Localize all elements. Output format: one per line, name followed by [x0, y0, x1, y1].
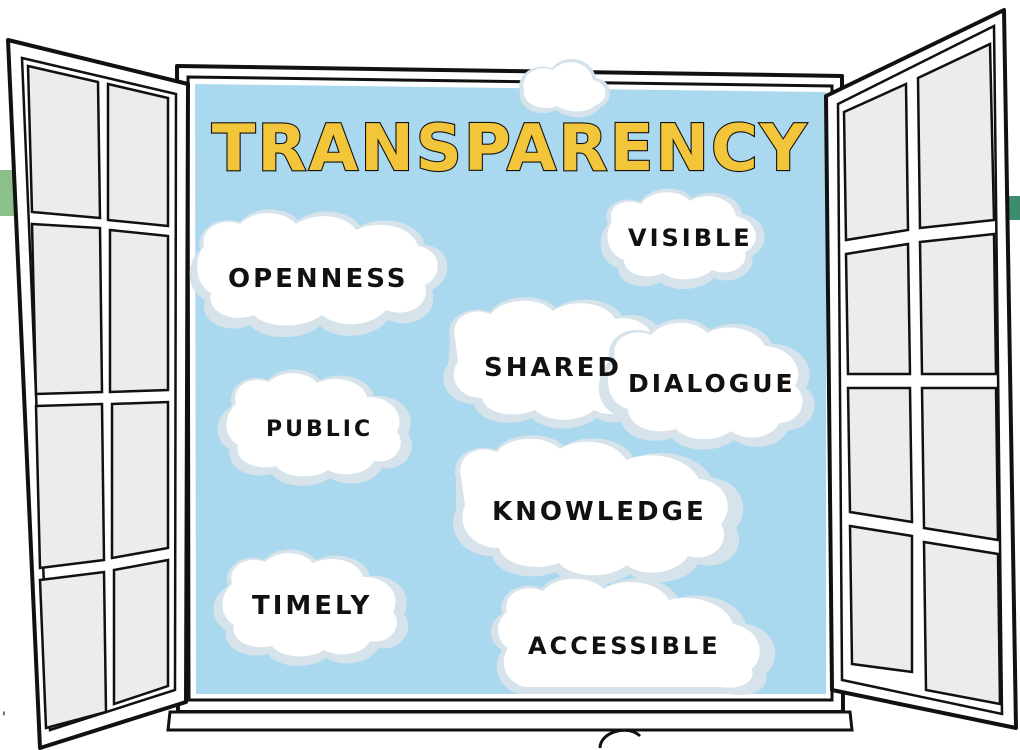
- left-pane-4: [108, 228, 170, 394]
- window-sill: [166, 710, 854, 732]
- right-pane-3: [844, 242, 912, 376]
- left-pane-3: [30, 222, 104, 396]
- word-dialogue: DIALOGUE: [628, 369, 796, 398]
- sill-handle: [598, 728, 642, 749]
- right-pane-1: [842, 82, 910, 242]
- corner-mark: ': [2, 710, 6, 726]
- right-shutter: [824, 8, 1018, 730]
- word-visible: VISIBLE: [628, 224, 753, 252]
- left-pane-7: [38, 570, 108, 730]
- word-knowledge: KNOWLEDGE: [492, 497, 707, 527]
- cloud-knowledge: [453, 435, 744, 586]
- cloud-openness: [189, 209, 448, 338]
- left-shutter: [6, 38, 190, 750]
- cloud-dialogue: [598, 318, 815, 450]
- right-pane-7: [848, 524, 914, 674]
- word-openness: OPENNESS: [228, 264, 408, 294]
- cloud-timely: [213, 549, 409, 666]
- left-pane-8: [112, 558, 170, 706]
- word-accessible: ACCESSIBLE: [528, 632, 721, 660]
- right-pane-2: [916, 42, 996, 230]
- word-timely: TIMELY: [252, 591, 372, 621]
- right-pane-6: [920, 386, 1000, 542]
- left-pane-1: [26, 64, 102, 220]
- word-shared: SHARED: [484, 353, 622, 383]
- left-pane-5: [34, 402, 106, 570]
- cloud-accessible: [490, 574, 776, 696]
- right-pane-4: [918, 232, 998, 376]
- word-public: PUBLIC: [266, 417, 373, 442]
- cloud-top: [519, 58, 611, 118]
- cloud-public: [217, 369, 413, 486]
- left-pane-6: [110, 400, 170, 560]
- title-text: TRANSPARENCY: [212, 112, 809, 186]
- left-pane-2: [106, 82, 170, 228]
- right-pane-5: [846, 386, 914, 524]
- right-pane-8: [922, 540, 1002, 706]
- cloud-visible: [600, 188, 765, 290]
